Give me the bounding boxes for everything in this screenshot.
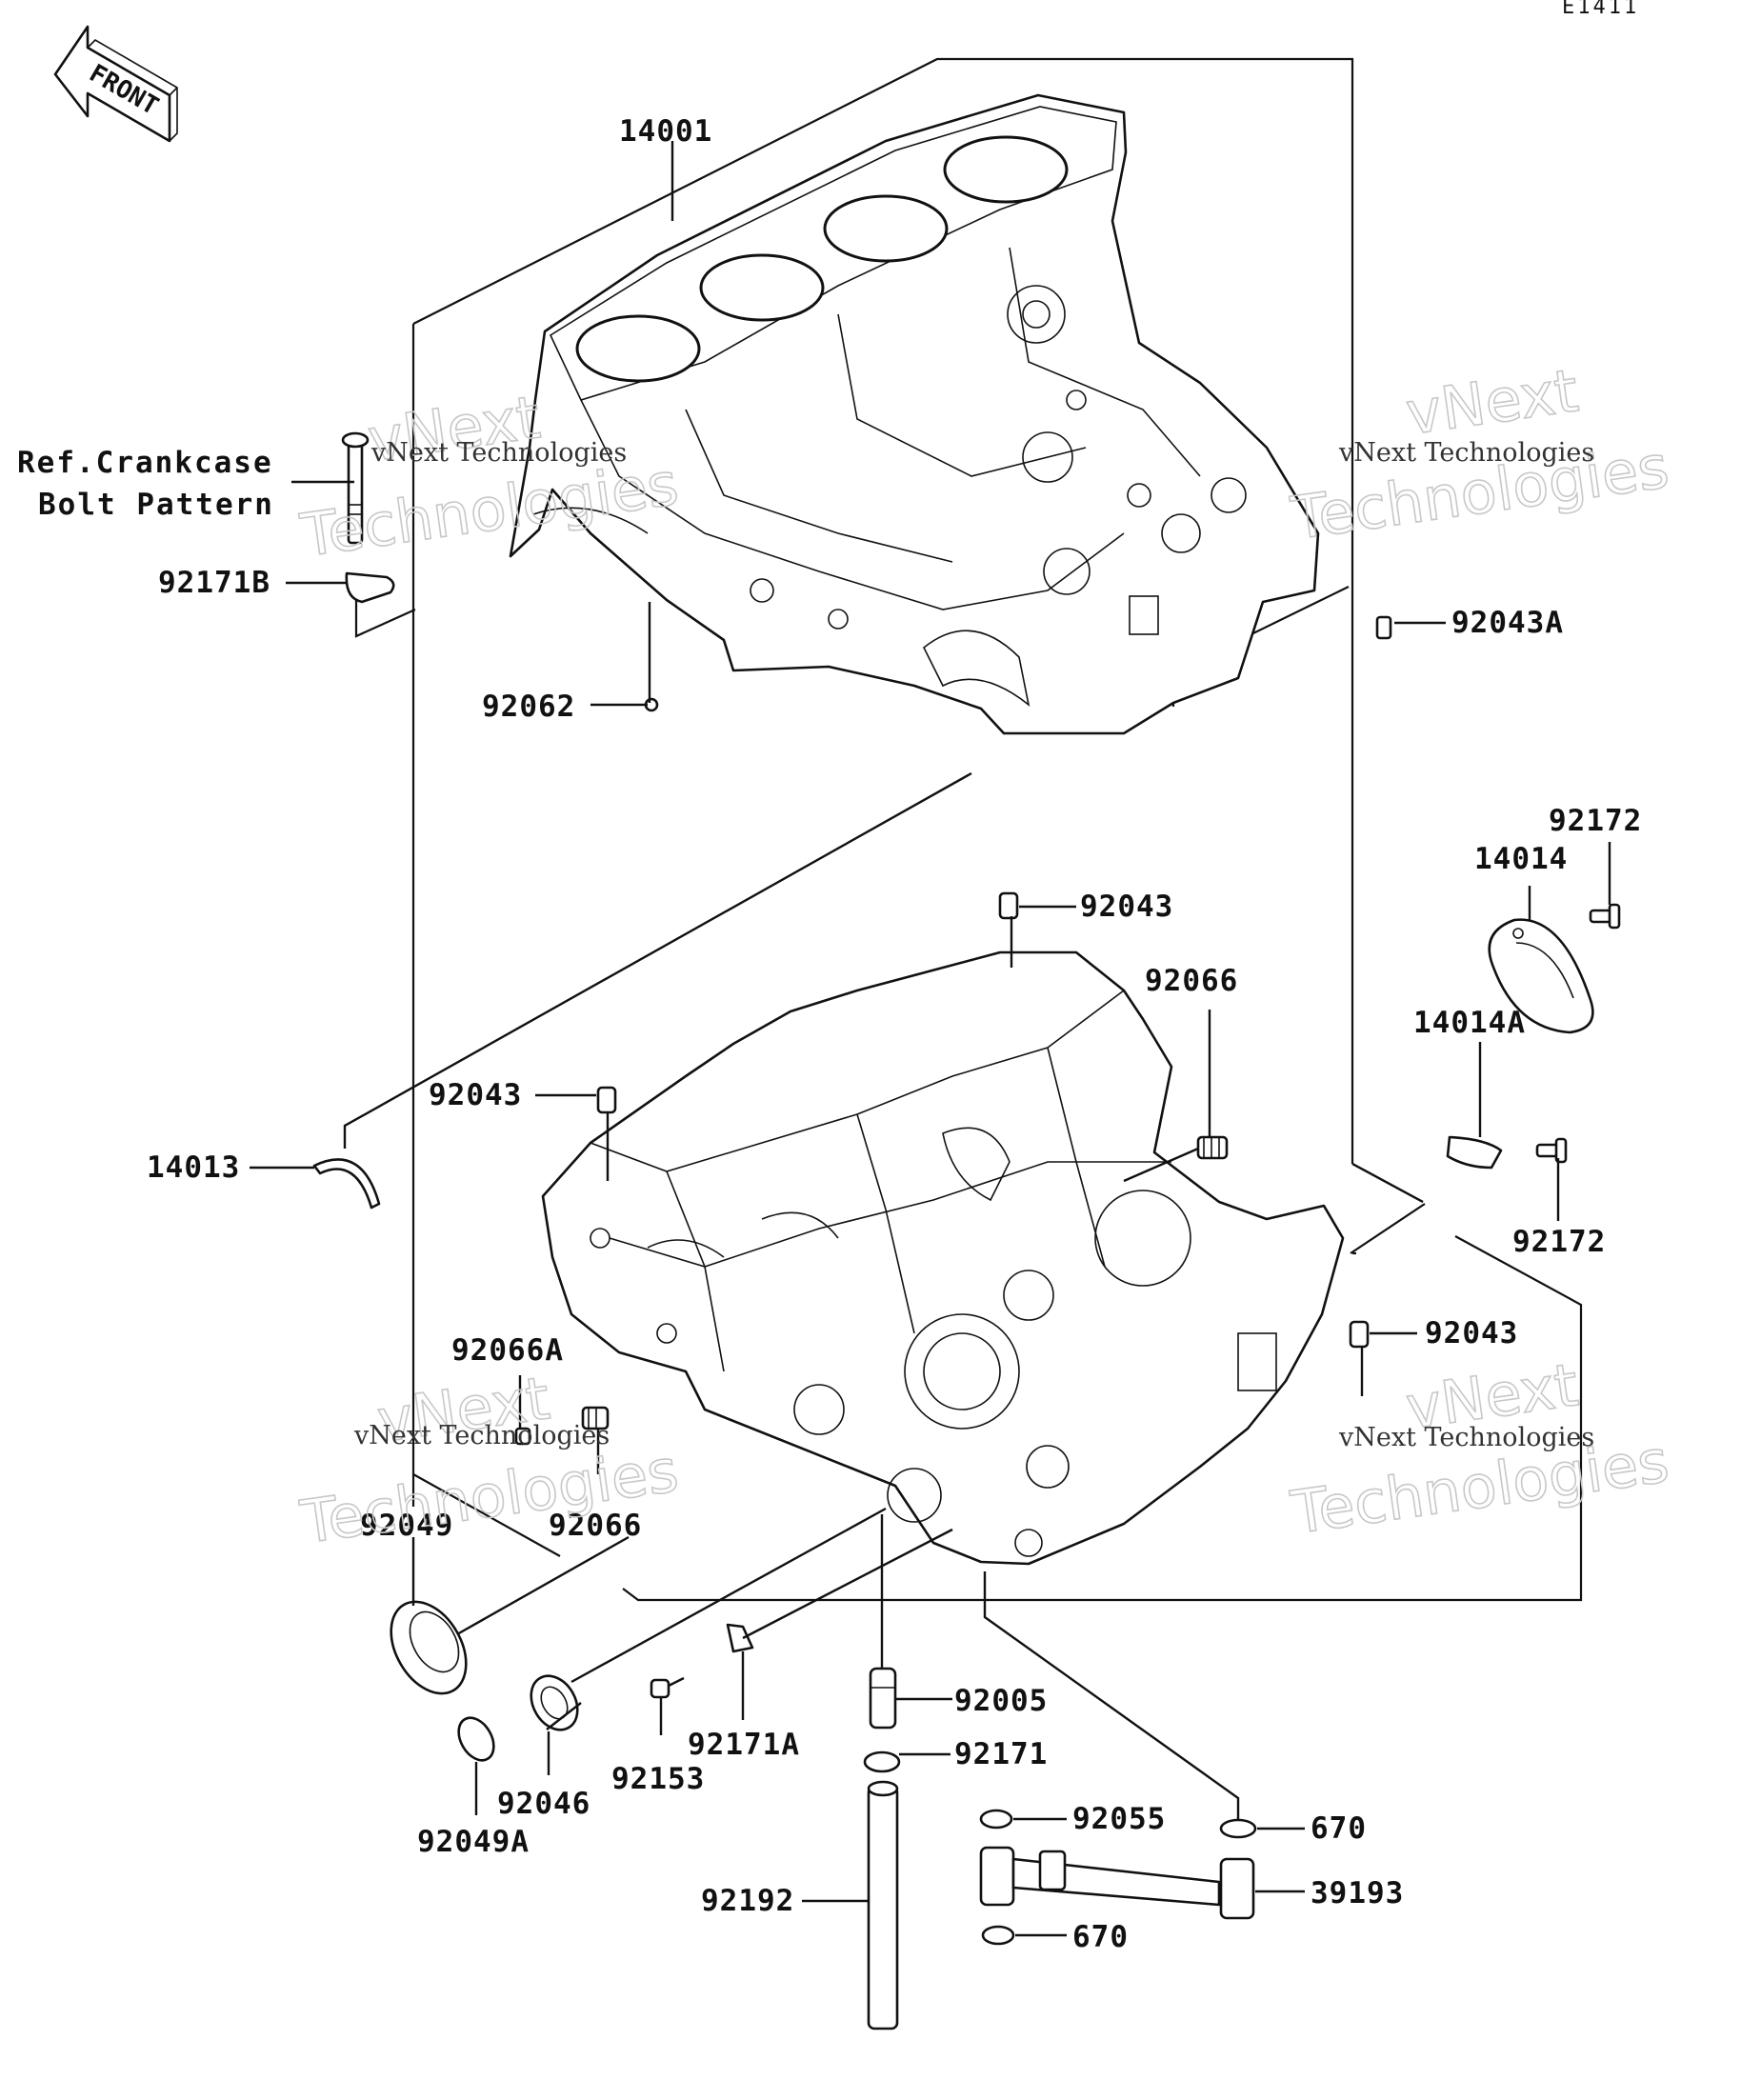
label-92066A: 92066A [451, 1333, 564, 1368]
label-670-bottom: 670 [1072, 1920, 1129, 1954]
label-92153: 92153 [611, 1762, 705, 1796]
cover-14014 [1488, 918, 1594, 1034]
dowel-pin-92043-top [998, 891, 1019, 920]
ref-note-line-2: Bolt Pattern [38, 488, 274, 522]
bearing-insert-14013 [312, 1158, 381, 1210]
label-92172-top: 92172 [1549, 804, 1642, 838]
dowel-pin-92043-left [596, 1086, 617, 1114]
label-92066-top: 92066 [1145, 964, 1238, 998]
o-ring-670-bottom [981, 1925, 1015, 1946]
dowel-pin-92043A [1375, 615, 1392, 640]
watermark-bottom-right: vNext Technologies vNext Technologies [1286, 1350, 1673, 1549]
svg-text:vNext Technologies: vNext Technologies [370, 438, 627, 468]
pipe-39193 [979, 1846, 1255, 1920]
screw-92172-bottom [1535, 1137, 1568, 1164]
label-39193: 39193 [1311, 1876, 1404, 1910]
label-92043-right: 92043 [1425, 1316, 1518, 1350]
label-92066-bottom: 92066 [549, 1509, 642, 1543]
label-92171A: 92171A [688, 1728, 800, 1762]
nozzle-92066-top [1196, 1135, 1229, 1160]
lower-crankcase [541, 950, 1345, 1566]
screw-92172-top [1589, 903, 1621, 930]
label-14014: 14014 [1474, 842, 1568, 876]
label-92043A: 92043A [1451, 606, 1564, 640]
label-92049: 92049 [360, 1509, 453, 1543]
bolt-92153 [650, 1676, 685, 1699]
fitting-92005 [869, 1667, 897, 1730]
hose-92192 [867, 1780, 899, 2030]
plate-14014A [1446, 1135, 1503, 1170]
label-92049A: 92049A [417, 1825, 530, 1859]
svg-text:vNext Technologies: vNext Technologies [1338, 438, 1594, 468]
nozzle-92066-bottom [581, 1406, 610, 1430]
label-92192: 92192 [701, 1884, 794, 1918]
nozzle-92066A [514, 1427, 531, 1446]
lower-group-frame [412, 1163, 1583, 1602]
o-ring-670-top [1219, 1818, 1257, 1839]
svg-text:vNext Technologies: vNext Technologies [1338, 1423, 1594, 1452]
label-92062: 92062 [482, 690, 575, 724]
bearing-92046 [530, 1674, 579, 1731]
label-14013: 14013 [147, 1150, 240, 1185]
clamp-92171A [726, 1623, 754, 1653]
label-92171: 92171 [954, 1737, 1048, 1771]
clamp-92171 [863, 1750, 901, 1773]
front-arrow-icon: FRONT [53, 25, 178, 143]
svg-text:vNext Technologies: vNext Technologies [353, 1421, 610, 1450]
leader-lines [250, 141, 1611, 1937]
oil-seal-92049 [390, 1600, 468, 1695]
label-92055: 92055 [1072, 1802, 1166, 1836]
svg-text:vNext: vNext [1402, 355, 1583, 448]
label-14001: 14001 [619, 114, 712, 149]
watermark-top-right: vNext Technologies vNext Technologies [1286, 355, 1673, 554]
o-ring-92055 [979, 1809, 1013, 1830]
label-670-top: 670 [1311, 1811, 1367, 1846]
label-92046: 92046 [497, 1787, 590, 1821]
label-92043-left: 92043 [429, 1078, 522, 1112]
part-labels: 14001 92171B 92062 92043A 92172 14014 92… [147, 114, 1642, 1954]
label-92043-top: 92043 [1080, 890, 1173, 924]
clamp-92171B [345, 571, 395, 604]
upper-crankcase-14001 [509, 93, 1320, 735]
label-14014A: 14014A [1413, 1006, 1526, 1040]
label-92172-bottom: 92172 [1512, 1225, 1606, 1259]
bolt-ref-crankcase [341, 431, 370, 545]
label-92171B: 92171B [158, 566, 270, 600]
dowel-pin-92043-right [1349, 1320, 1370, 1349]
label-92005: 92005 [954, 1684, 1048, 1718]
ref-note-line-1: Ref.Crankcase [17, 446, 273, 480]
diagram-code: E1411 [1562, 0, 1639, 19]
oil-seal-92049A [457, 1716, 495, 1762]
